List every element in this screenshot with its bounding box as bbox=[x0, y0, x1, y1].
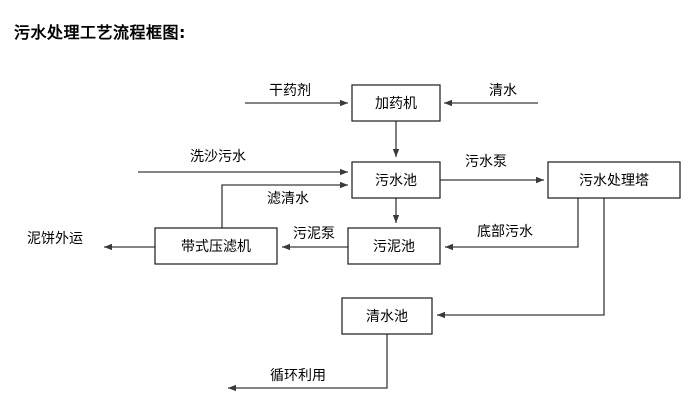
node-box-sludge-pool bbox=[347, 227, 441, 265]
node-box-belt-filter-press bbox=[154, 227, 278, 265]
edge-label-dry-agent: 干药剂 bbox=[269, 83, 311, 99]
edge-label-bottom-sewage: 底部污水 bbox=[477, 224, 533, 240]
edge-clearpool-to-reuse bbox=[228, 334, 388, 392]
terminal-label-mud-cake-out: 泥饼外运 bbox=[27, 231, 83, 247]
node-box-sewage-tower bbox=[547, 161, 681, 199]
edge-beltpress-to-wastepool bbox=[221, 181, 348, 228]
node-box-sewage-pool bbox=[351, 161, 441, 199]
node-label-sewage-pool: 污水池 bbox=[375, 173, 417, 189]
edge-label-filtered-water: 滤清水 bbox=[267, 191, 309, 207]
edge-tower-to-sludgepool bbox=[445, 198, 579, 251]
node-label-belt-filter-press: 带式压滤机 bbox=[181, 239, 251, 255]
edge-label-clean-water: 清水 bbox=[489, 83, 517, 99]
edge-tower-to-clearpool bbox=[437, 198, 605, 319]
edge-label-sewage-pump: 污水泵 bbox=[465, 154, 507, 170]
node-belt-filter-press[interactable]: 带式压滤机 bbox=[154, 227, 278, 265]
page-title: 污水处理工艺流程框图: bbox=[14, 23, 186, 42]
node-sewage-pool[interactable]: 污水池 bbox=[351, 161, 441, 199]
node-label-sewage-tower: 污水处理塔 bbox=[579, 173, 649, 189]
node-box-dosing-machine bbox=[351, 84, 441, 122]
edge-label-recycle-reuse: 循环利用 bbox=[270, 368, 326, 384]
node-sewage-tower[interactable]: 污水处理塔 bbox=[547, 161, 681, 199]
node-dosing-machine[interactable]: 加药机 bbox=[351, 84, 441, 122]
node-label-clear-water-pool: 清水池 bbox=[366, 309, 408, 325]
edge-label-sand-wash-sewage: 洗沙污水 bbox=[190, 149, 246, 165]
edge-label-sludge-pump: 污泥泵 bbox=[293, 226, 335, 242]
node-box-clear-water-pool bbox=[341, 297, 433, 335]
node-label-dosing-machine: 加药机 bbox=[375, 96, 417, 112]
node-sludge-pool[interactable]: 污泥池 bbox=[347, 227, 441, 265]
node-label-sludge-pool: 污泥池 bbox=[373, 239, 415, 255]
node-clear-water-pool[interactable]: 清水池 bbox=[341, 297, 433, 335]
